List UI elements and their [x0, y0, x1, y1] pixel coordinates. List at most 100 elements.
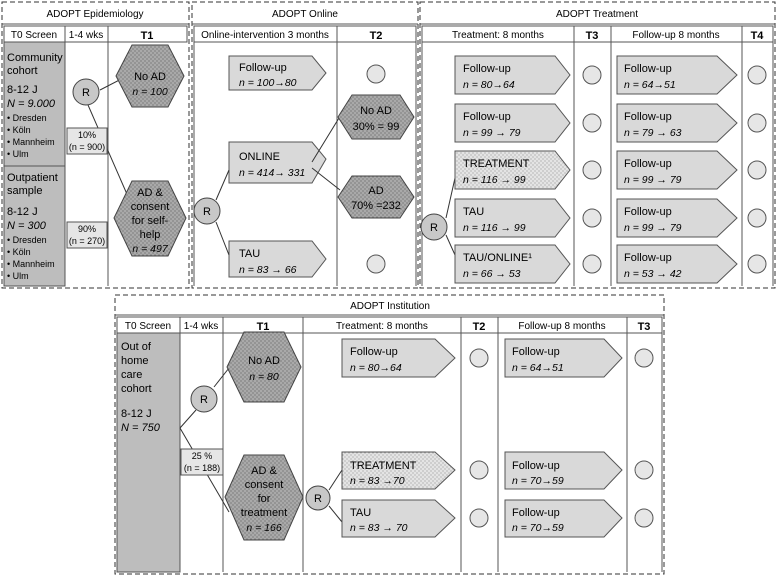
inst-fu-1-l2: n = 64→51: [512, 362, 564, 374]
institution-t3-circle-2: [634, 460, 654, 480]
treatment-col-treatment: Treatment: 8 months: [452, 30, 544, 41]
treatment-arm-2-l1: Follow-up: [463, 111, 511, 123]
treatment-col-t4: T4: [751, 30, 765, 42]
institution-col-treatment: Treatment: 8 months: [336, 321, 428, 332]
treatment-followup-5: [616, 244, 738, 284]
inst-cohort-l2: home: [121, 355, 149, 367]
online-onl-l1: ONLINE: [239, 151, 280, 163]
treatment-fu-1-l1: Follow-up: [624, 63, 672, 75]
treatment-arm-1-l2: n = 80→64: [463, 79, 515, 91]
institution-pct-box: [180, 448, 224, 476]
inst-arm-3-l1: TAU: [350, 507, 371, 519]
institution-arm-1: [341, 338, 456, 378]
institution-t3-circle-3: [634, 508, 654, 528]
institution-ad-hexagon: [224, 454, 304, 541]
inst-r1-label: R: [200, 394, 208, 406]
inst-ad-l3: for: [258, 493, 271, 505]
treatment-arm-1: [454, 55, 571, 95]
treatment-followup-1: [616, 55, 738, 95]
epi-ad-l3: for self-: [132, 215, 169, 227]
treatment-t4-circle-2: [747, 113, 767, 133]
epi-pct-a-l1: 10%: [78, 130, 96, 140]
institution-t2-circle-1: [469, 348, 489, 368]
epi-ad-hexagon: [113, 180, 187, 257]
outpatient-l2: sample: [7, 185, 42, 197]
online-followup-arrow: [228, 55, 327, 91]
treatment-r-label: R: [430, 222, 438, 234]
epi-pct-a-box: [66, 127, 108, 155]
epi-pct-a-l2: (n = 900): [69, 142, 105, 152]
epi-frame: [1, 1, 190, 289]
treatment-arm-3-l2: n = 116 → 99: [463, 174, 526, 186]
institution-no-ad-hexagon: [226, 331, 302, 403]
epi-col-wks: 1-4 wks: [69, 30, 103, 41]
treatment-followup-3: [616, 150, 738, 190]
treatment-arm-1-l1: Follow-up: [463, 63, 511, 75]
online-frame: [191, 1, 419, 289]
treatment-t3-circle-5: [582, 254, 602, 274]
online-no-ad-hexagon: [337, 94, 415, 140]
institution-followup-3: [504, 499, 623, 538]
treatment-col-t3: T3: [586, 30, 599, 42]
outpatient-l3: 8-12 J: [7, 206, 38, 218]
online-intervention-arrow: [228, 141, 327, 184]
institution-cohort-box: [116, 332, 181, 573]
treatment-fu-4-l2: n = 99 → 79: [624, 222, 682, 234]
inst-noad-l1: No AD: [248, 355, 280, 367]
treatment-fu-1-l2: n = 64→51: [624, 79, 676, 91]
treatment-t4-circle-1: [747, 65, 767, 85]
outpatient-sample-box: [3, 165, 66, 287]
epi-no-ad-hexagon: [115, 44, 185, 108]
epi-ad-l2: consent: [131, 201, 170, 213]
epi-panel: ADOPT Epidemiology T0 Screen 1-4 wks T1 …: [1, 1, 190, 289]
treatment-followup-4: [616, 198, 738, 238]
epi-noad-l2: n = 100: [132, 86, 167, 98]
institution-panel: ADOPT Institution T0 Screen 1-4 wks T1 T…: [114, 294, 665, 575]
online-follow-l2: n = 100→80: [239, 77, 297, 89]
community-l1: Community: [7, 52, 63, 64]
inst-arm-3-l2: n = 83 → 70: [350, 522, 408, 534]
treatment-col-followup: Follow-up 8 months: [632, 30, 719, 41]
treatment-arm-4-l1: TAU: [463, 206, 484, 218]
institution-t3-circle-1: [634, 348, 654, 368]
inst-cohort-l6: N = 750: [121, 422, 161, 434]
epi-pct-b-l2: (n = 270): [69, 236, 105, 246]
institution-col-t2: T2: [473, 321, 486, 333]
treatment-t3-circle-1: [582, 65, 602, 85]
treatment-title: ADOPT Treatment: [556, 9, 638, 20]
epi-noad-l1: No AD: [134, 71, 166, 83]
outpatient-l1: Outpatient: [7, 172, 58, 184]
inst-arm-1-l2: n = 80→64: [350, 362, 402, 374]
epi-randomisation-node: [72, 78, 100, 106]
treatment-arm-5-l1: TAU/ONLINE¹: [463, 252, 532, 264]
online-panel: ADOPT Online Online-intervention 3 month…: [191, 1, 419, 289]
community-l6: • Köln: [7, 125, 31, 135]
epi-col-t1: T1: [141, 30, 154, 42]
inst-ad-l1: AD &: [251, 465, 277, 477]
inst-ad-l2: consent: [245, 479, 284, 491]
online-tau-l1: TAU: [239, 248, 260, 260]
community-l3: 8-12 J: [7, 84, 38, 96]
epi-r-label: R: [82, 87, 90, 99]
institution-frame: [114, 294, 665, 575]
inst-fu-2-l2: n = 70→59: [512, 475, 564, 487]
institution-col-t0: T0 Screen: [125, 321, 171, 332]
inst-cohort-l1: Out of: [121, 341, 152, 353]
institution-followup-1: [504, 338, 623, 378]
community-l2: cohort: [7, 65, 38, 77]
inst-ad-l5: n = 166: [246, 522, 281, 534]
online-r-label: R: [203, 206, 211, 218]
epi-title: ADOPT Epidemiology: [46, 9, 143, 20]
online-randomisation-node: [193, 197, 221, 225]
community-l4: N = 9.000: [7, 98, 56, 110]
online-noad-l1: No AD: [360, 105, 392, 117]
institution-arm-3: [341, 499, 456, 538]
outpatient-l8: • Ulm: [7, 271, 29, 281]
treatment-panel: ADOPT Treatment Treatment: 8 months T3 F…: [419, 1, 776, 289]
epi-pct-b-box: [66, 221, 108, 249]
institution-t2-circle-3: [469, 508, 489, 528]
treatment-arm-4-l2: n = 116 → 99: [463, 222, 526, 234]
treatment-t4-circle-3: [747, 160, 767, 180]
online-tau-l2: n = 83 → 66: [239, 264, 297, 276]
